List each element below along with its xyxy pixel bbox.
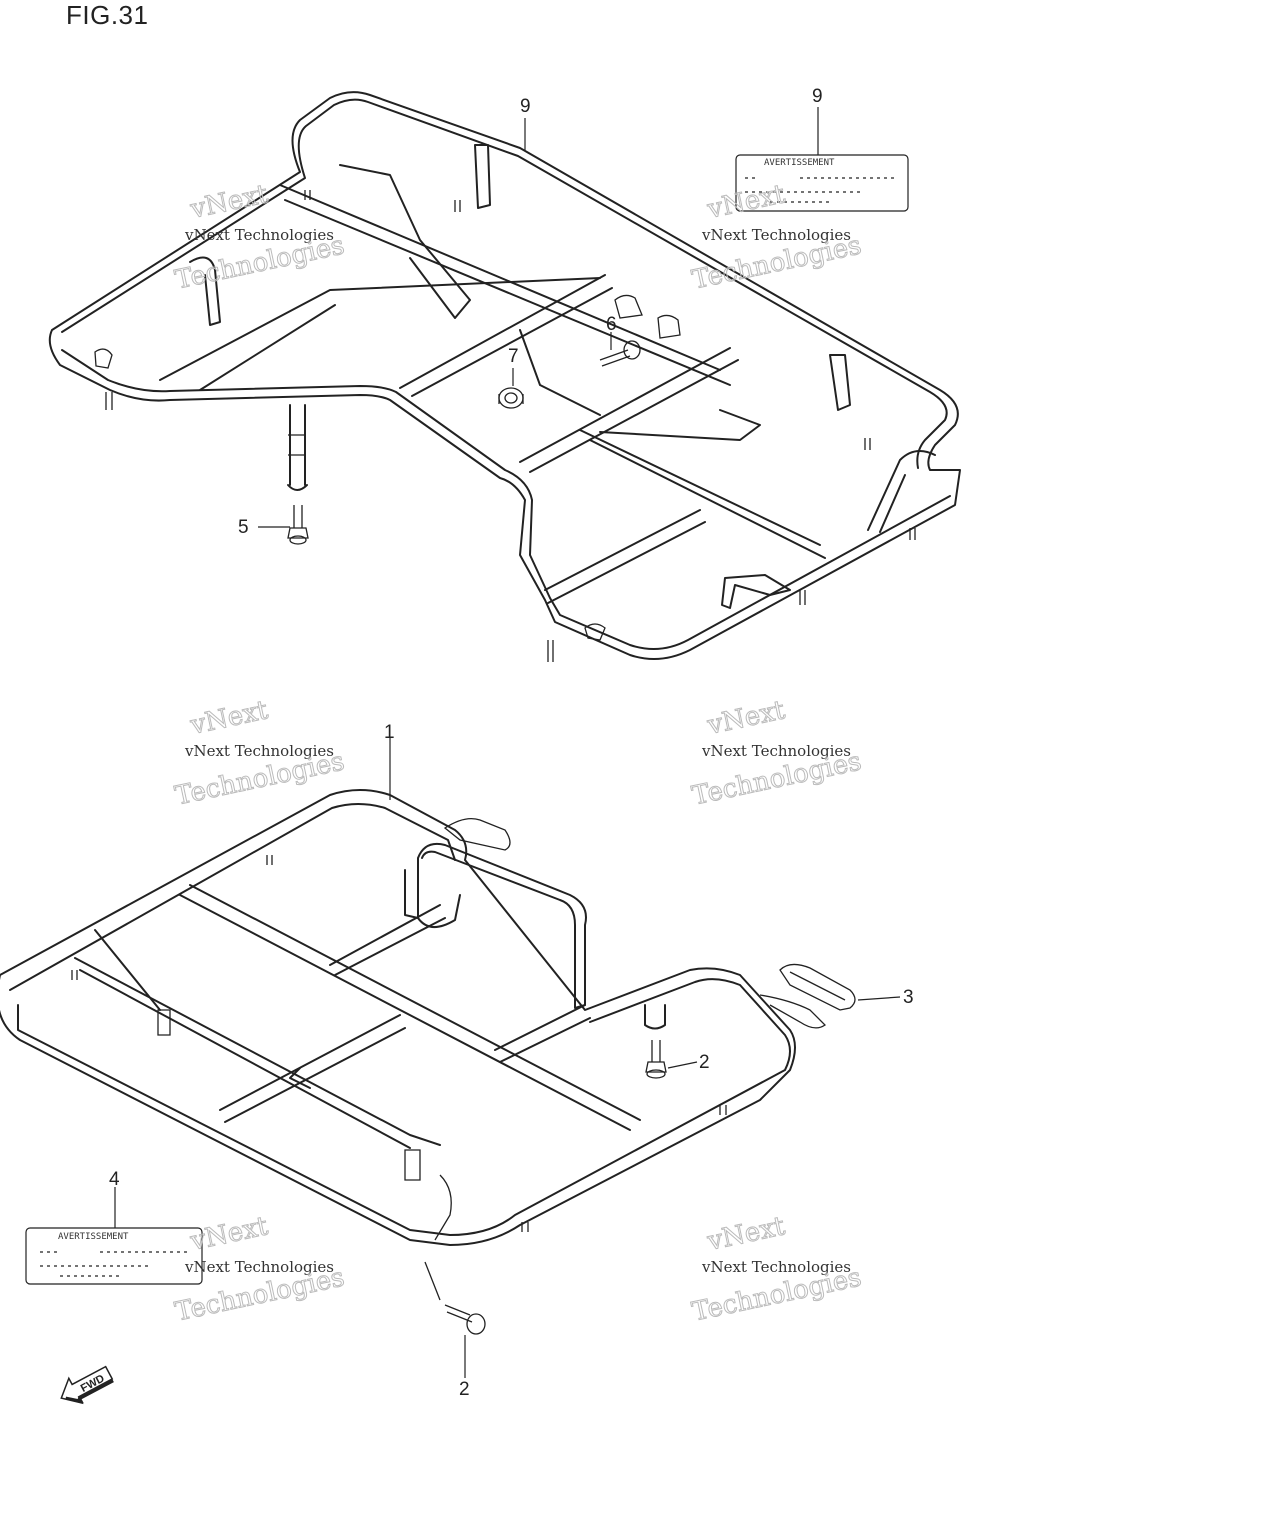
watermark-5-line1: vNext Technologies bbox=[184, 1258, 334, 1276]
nut-part-8 bbox=[498, 387, 524, 409]
watermark-3-line1: vNext Technologies bbox=[184, 742, 334, 760]
callout-1: 1 bbox=[384, 722, 395, 743]
callout-9: 9 bbox=[812, 86, 823, 107]
label-4-heading: AVERTISSEMENT bbox=[58, 1232, 129, 1242]
watermark-1-line1: vNext Technologies bbox=[184, 226, 334, 244]
watermark-3-line2: vNext bbox=[187, 695, 271, 741]
watermark-4-line2: vNext bbox=[704, 695, 788, 741]
watermark-2-line1: vNext Technologies bbox=[701, 226, 851, 244]
forward-direction-arrow: FWD bbox=[60, 1365, 114, 1405]
watermark-6-line2: vNext bbox=[704, 1211, 788, 1257]
label-9-heading: AVERTISSEMENT bbox=[764, 158, 835, 168]
watermark-5: vNext vNext Technologies Technologies bbox=[172, 1211, 348, 1328]
callout-3: 3 bbox=[903, 987, 914, 1008]
front-carrier-part-5 bbox=[48, 91, 961, 662]
bolt-part-2-upper bbox=[645, 1040, 667, 1079]
callout-numbers: 9 9 6 7 5 1 2 3 4 2 bbox=[109, 86, 914, 1400]
watermark-1: vNext vNext Technologies Technologies bbox=[172, 179, 348, 296]
watermark-3: vNext vNext Technologies Technologies bbox=[172, 695, 348, 812]
callout-2-lower: 2 bbox=[459, 1379, 470, 1400]
pad-part-3 bbox=[759, 963, 856, 1029]
bolt-part-7 bbox=[599, 340, 641, 367]
callout-6: 5 bbox=[238, 517, 249, 538]
bolt-part-2-lower bbox=[424, 1261, 486, 1335]
watermark-2-line2: vNext bbox=[704, 179, 788, 225]
watermark-6-line1: vNext Technologies bbox=[701, 1258, 851, 1276]
watermark-4: vNext vNext Technologies Technologies bbox=[689, 695, 865, 812]
callout-8: 7 bbox=[508, 346, 519, 367]
callout-5: 9 bbox=[520, 96, 531, 117]
callout-leaders bbox=[114, 107, 901, 1378]
watermark-6: vNext vNext Technologies Technologies bbox=[689, 1211, 865, 1328]
callout-2-upper: 2 bbox=[699, 1052, 710, 1073]
callout-4: 4 bbox=[109, 1169, 120, 1190]
figure-title: FIG.31 bbox=[66, 0, 149, 30]
watermark-5-line2: vNext bbox=[187, 1211, 271, 1257]
screw-part-6 bbox=[287, 505, 309, 545]
callout-7: 6 bbox=[606, 314, 617, 335]
warning-label-part-9: AVERTISSEMENT bbox=[735, 154, 909, 212]
rear-carrier-part-1 bbox=[0, 789, 856, 1335]
watermark-4-line1: vNext Technologies bbox=[701, 742, 851, 760]
warning-label-part-4: AVERTISSEMENT bbox=[25, 1227, 203, 1285]
